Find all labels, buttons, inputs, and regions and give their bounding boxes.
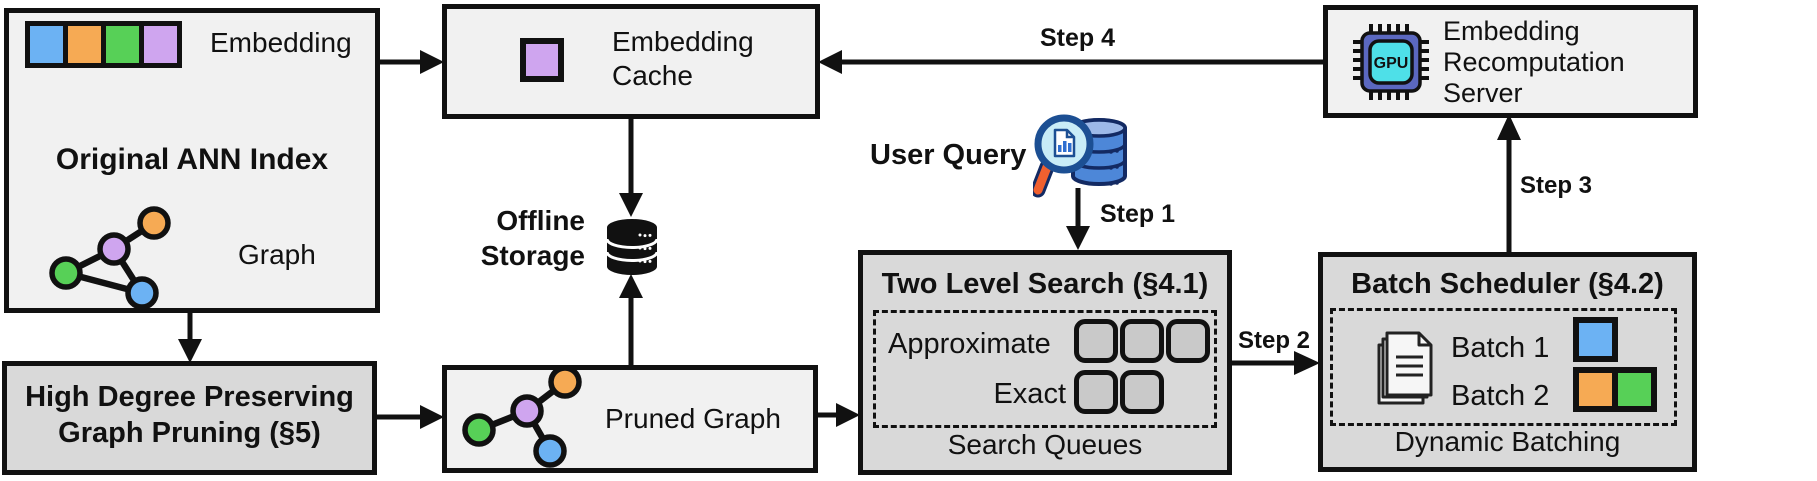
original-ann-index-title: Original ANN Index [55,143,329,176]
step3-label: Step 3 [1520,172,1593,199]
user-query-label: User Query [870,139,1027,171]
gpu-chip-icon: GPU [1353,24,1429,100]
offline-storage-label: Offline Storage [455,203,585,273]
cached-embedding-icon [520,38,564,82]
recomputation-server-title: Embedding Recomputation Server [1443,16,1625,109]
queue-slot-icon [1074,319,1118,363]
queue-slot-icon [1120,370,1164,414]
embedding-cache-title-line1: Embedding [612,26,754,57]
original-ann-index-box: Embedding Original ANN Index Graph [4,8,380,313]
dynamic-batching-dashed-box: Batch 1 Batch 2 [1330,308,1677,426]
embedding-cell-purple [139,21,182,68]
search-queues-dashed-box: Approximate Exact [873,310,1217,428]
arrow-step3-scheduler-to-server [1497,114,1521,254]
batch2-label: Batch 2 [1451,380,1550,412]
batch-scheduler-title: Batch Scheduler (§4.2) [1351,268,1664,300]
graph-pruning-title-line2: Graph Pruning (§5) [58,417,321,449]
step1-label: Step 1 [1100,200,1176,228]
graph-pruning-title-line1: High Degree Preserving [25,381,354,413]
embedding-vector-icon [25,21,182,68]
original-graph-icon [49,206,171,310]
offline-storage-label-line1: Offline [496,205,585,236]
pruned-graph-box: Pruned Graph [442,365,818,473]
exact-label: Exact [993,378,1066,410]
embedding-cell-orange [63,21,106,68]
embedding-cache-title: Embedding Cache [612,25,754,93]
search-queues-label: Search Queues [947,429,1143,460]
server-title-line2: Recomputation [1443,47,1625,77]
embedding-label: Embedding [210,27,352,58]
step2-label: Step 2 [1238,327,1311,354]
arrow-pruned-graph-to-search [814,403,860,427]
pruned-graph-icon [462,370,582,468]
graph-label: Graph [238,239,316,270]
documents-icon [1377,331,1433,405]
two-level-search-title: Two Level Search (§4.1) [881,268,1209,300]
embedding-cell-green [101,21,144,68]
server-title-line1: Embedding [1443,16,1580,46]
embedding-cell-blue [25,21,68,68]
recomputation-server-box: GPU Embedding Recomputation Server [1323,5,1698,118]
embedding-cache-box: Embedding Cache [442,4,820,119]
graph-pruning-box: High Degree Preserving Graph Pruning (§5… [2,361,377,475]
queue-slot-icon [1074,370,1118,414]
database-icon [606,219,658,275]
arrow-step1-query-to-search [1066,188,1090,250]
arrow-ann-to-cache [378,50,444,74]
batch1-label: Batch 1 [1451,332,1550,364]
arrow-cache-to-storage [619,117,643,217]
batch2-cell-green [1612,367,1657,412]
queue-slot-icon [1166,319,1210,363]
arrow-step4-server-to-cache [818,50,1325,74]
offline-storage-label-line2: Storage [480,240,585,271]
approximate-queue-icons [1074,319,1210,363]
dynamic-batching-label: Dynamic Batching [1394,426,1621,457]
batch1-cell-blue [1573,317,1618,362]
gpu-chip-label: GPU [1374,55,1409,72]
step4-label: Step 4 [1040,24,1116,52]
arrow-pruned-graph-to-storage [619,274,643,366]
approximate-label: Approximate [888,328,1051,360]
user-query-icon [1033,114,1127,198]
exact-queue-icons [1074,370,1164,414]
server-title-line3: Server [1443,78,1523,108]
arrow-ann-to-pruning [178,311,202,363]
batch1-icon [1573,317,1618,362]
pruned-graph-label: Pruned Graph [605,403,781,434]
batch-scheduler-box: Batch Scheduler (§4.2) Batch 1 Batc [1318,252,1697,472]
batch2-icon [1573,367,1657,412]
queue-slot-icon [1120,319,1164,363]
arrow-pruning-to-pruned-graph [375,405,444,429]
embedding-cache-title-line2: Cache [612,60,693,91]
two-level-search-box: Two Level Search (§4.1) Approximate Exac… [858,250,1232,475]
arrow-step2-search-to-scheduler [1230,351,1320,375]
